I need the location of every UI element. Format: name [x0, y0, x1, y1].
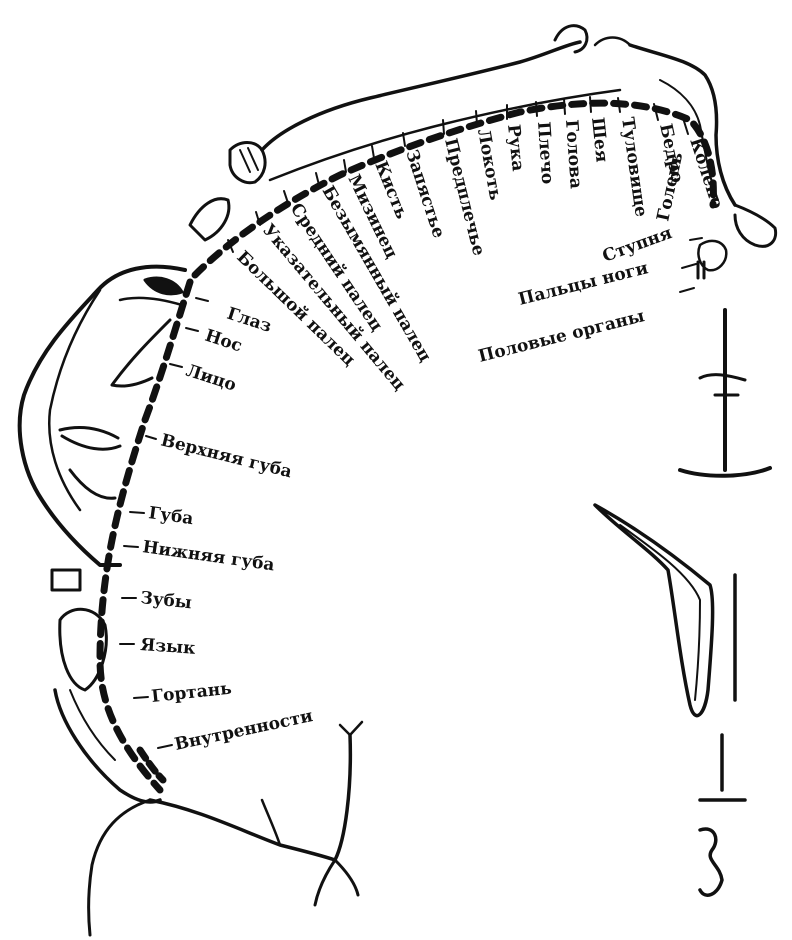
- label-arm: Рука: [503, 123, 528, 172]
- face-figure: [20, 267, 185, 802]
- teeth-block: [52, 570, 80, 590]
- label-larynx: Гортань: [150, 679, 232, 707]
- mouth-lower: [62, 436, 120, 449]
- label-nose: Нос: [202, 326, 244, 357]
- dashed-arc-face: [100, 282, 190, 790]
- label-teeth: Зубы: [139, 588, 192, 613]
- sulcus-twig-2: [315, 860, 358, 905]
- finger-curls: [240, 148, 258, 172]
- sulcus-twig-1: [340, 722, 362, 735]
- thumb-shape: [190, 199, 229, 240]
- label-ankle: Голень: [653, 151, 687, 223]
- wedge-inner: [620, 525, 700, 700]
- hand-outline: [262, 42, 580, 150]
- brow-line: [120, 298, 182, 305]
- label-wrist: Запястье: [401, 147, 448, 240]
- label-tongue: Язык: [140, 635, 197, 659]
- label-face: Лицо: [183, 361, 238, 396]
- label-shoulder: Плечо: [533, 121, 557, 185]
- label-upper-lip: Верхняя губа: [159, 430, 294, 482]
- brain-lower-outline: [89, 800, 150, 935]
- wedge-shape: [595, 505, 713, 716]
- right-symbols: [595, 310, 770, 895]
- squiggle-mark: [700, 829, 722, 895]
- face-labels: Глаз Нос Лицо Верхняя губа Губа Нижняя г…: [139, 304, 315, 755]
- label-viscera: Внутренности: [173, 706, 315, 755]
- cross-tick-1: [700, 375, 745, 380]
- neck-bump: [595, 38, 630, 46]
- eye-shape: [145, 278, 182, 294]
- mouth-upper: [60, 428, 118, 438]
- label-lip: Губа: [147, 503, 194, 529]
- label-genitals: Половые органы: [476, 306, 646, 367]
- label-neck: Шея: [587, 116, 612, 163]
- foot-shape: [735, 205, 776, 246]
- label-elbow: Локоть: [473, 127, 505, 201]
- label-lower-lip: Нижняя губа: [141, 537, 275, 575]
- label-eye: Глаз: [224, 304, 274, 337]
- chin-shape: [70, 470, 115, 498]
- label-trunk: Туловище: [617, 116, 651, 218]
- label-toes: Пальцы ноги: [516, 258, 650, 310]
- label-head: Голова: [561, 119, 586, 189]
